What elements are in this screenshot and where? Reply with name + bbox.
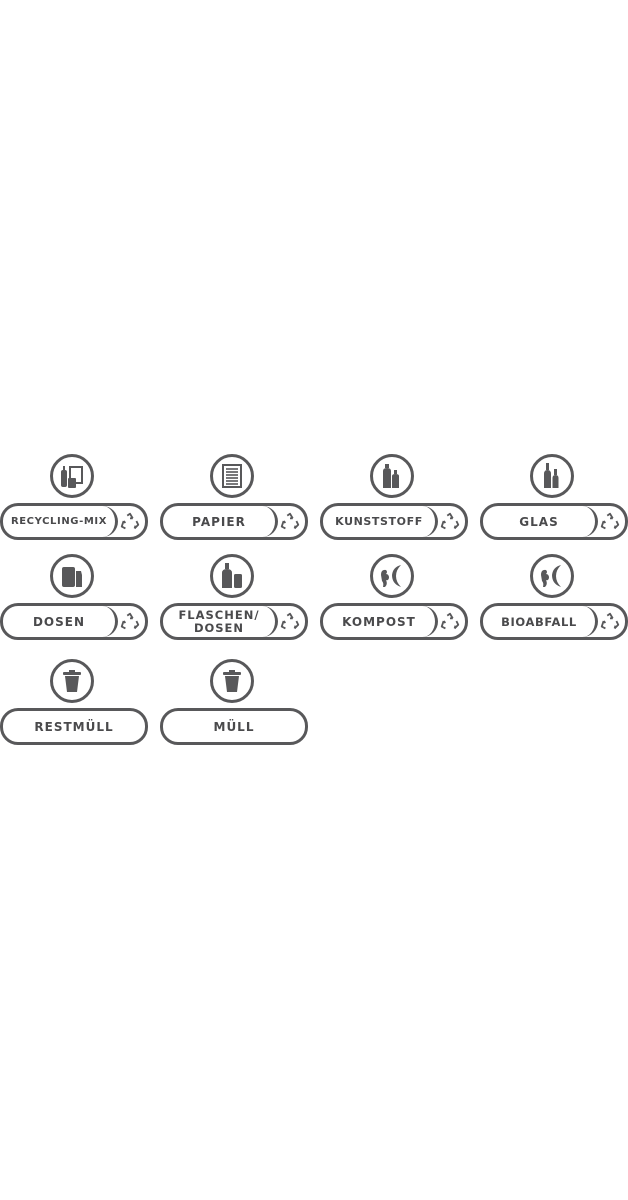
label-recycling-mix: RECYCLING-MIX xyxy=(0,454,148,549)
compost-icon xyxy=(530,554,574,598)
label-bar: GLAS xyxy=(480,503,628,540)
label-text: KOMPOST xyxy=(323,606,438,637)
label-bar: KOMPOST xyxy=(320,603,468,640)
label-papier: PAPIER xyxy=(160,454,308,549)
plastic-bottles-icon xyxy=(370,454,414,498)
mixed-recycling-icon xyxy=(50,454,94,498)
label-text: RESTMÜLL xyxy=(34,719,114,734)
bottle-can-icon xyxy=(210,554,254,598)
label-bar: RESTMÜLL xyxy=(0,708,148,745)
label-text: MÜLL xyxy=(213,719,255,734)
label-glas: GLAS xyxy=(480,454,628,549)
paper-icon xyxy=(210,454,254,498)
label-bar: RECYCLING-MIX xyxy=(0,503,148,540)
label-bar: KUNSTSTOFF xyxy=(320,503,468,540)
label-bar: FLASCHEN/ DOSEN xyxy=(160,603,308,640)
label-text: PAPIER xyxy=(163,506,278,537)
label-text: DOSEN xyxy=(3,606,118,637)
label-kunststoff: KUNSTSTOFF xyxy=(320,454,468,549)
label-kompost: KOMPOST xyxy=(320,554,468,649)
label-bar: DOSEN xyxy=(0,603,148,640)
trash-can-icon xyxy=(210,659,254,703)
label-bar: BIOABFALL xyxy=(480,603,628,640)
label-flaschen-dosen: FLASCHEN/ DOSEN xyxy=(160,554,308,649)
recycle-icon xyxy=(280,512,300,530)
recycle-icon xyxy=(600,512,620,530)
label-text: GLAS xyxy=(483,506,598,537)
recycle-icon xyxy=(440,512,460,530)
label-text: RECYCLING-MIX xyxy=(3,506,118,537)
label-muell: MÜLL xyxy=(160,659,308,754)
label-text: BIOABFALL xyxy=(483,606,598,637)
cans-icon xyxy=(50,554,94,598)
recycle-icon xyxy=(440,612,460,630)
label-bioabfall: BIOABFALL xyxy=(480,554,628,649)
recycle-icon xyxy=(280,612,300,630)
label-restmuell: RESTMÜLL xyxy=(0,659,148,754)
label-bar: PAPIER xyxy=(160,503,308,540)
recycle-icon xyxy=(120,612,140,630)
trash-can-icon xyxy=(50,659,94,703)
label-text: KUNSTSTOFF xyxy=(323,506,438,537)
label-dosen: DOSEN xyxy=(0,554,148,649)
recycle-icon xyxy=(120,512,140,530)
label-text: FLASCHEN/ DOSEN xyxy=(163,606,278,637)
label-bar: MÜLL xyxy=(160,708,308,745)
compost-icon xyxy=(370,554,414,598)
recycle-icon xyxy=(600,612,620,630)
glass-bottles-icon xyxy=(530,454,574,498)
